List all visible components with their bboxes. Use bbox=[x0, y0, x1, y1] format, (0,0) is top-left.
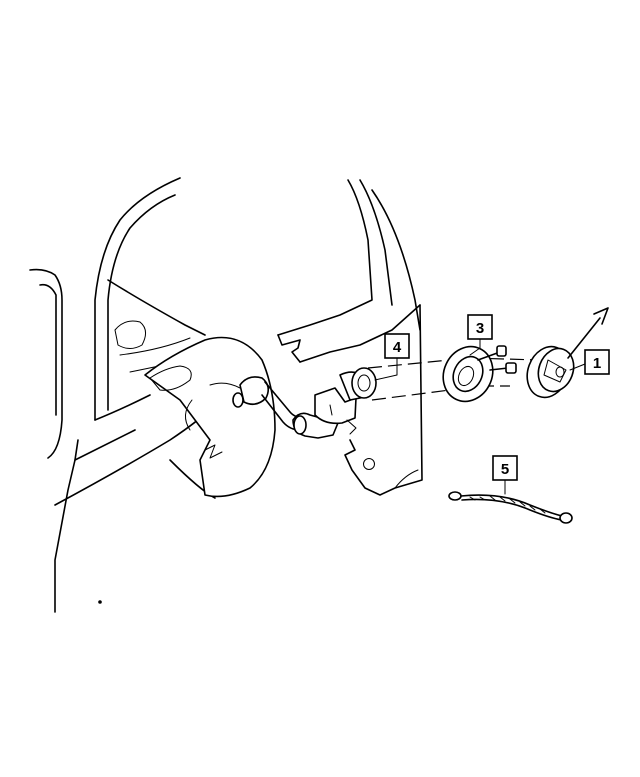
callout-label-1: 1 bbox=[593, 355, 601, 372]
filler-housing bbox=[442, 345, 517, 403]
vehicle-body bbox=[29, 177, 276, 613]
callout-label-4: 4 bbox=[393, 339, 402, 356]
fuel-cap bbox=[526, 307, 609, 399]
callout-1: 1 bbox=[584, 349, 610, 375]
callout-label-5: 5 bbox=[501, 461, 509, 478]
callout-3: 3 bbox=[467, 314, 493, 340]
door-pillar bbox=[277, 179, 423, 496]
callout-label-3: 3 bbox=[476, 320, 484, 337]
callout-4: 4 bbox=[384, 333, 410, 359]
tether-strap bbox=[448, 491, 573, 524]
filler-tube-assembly bbox=[232, 367, 377, 439]
callout-5: 5 bbox=[492, 455, 518, 481]
